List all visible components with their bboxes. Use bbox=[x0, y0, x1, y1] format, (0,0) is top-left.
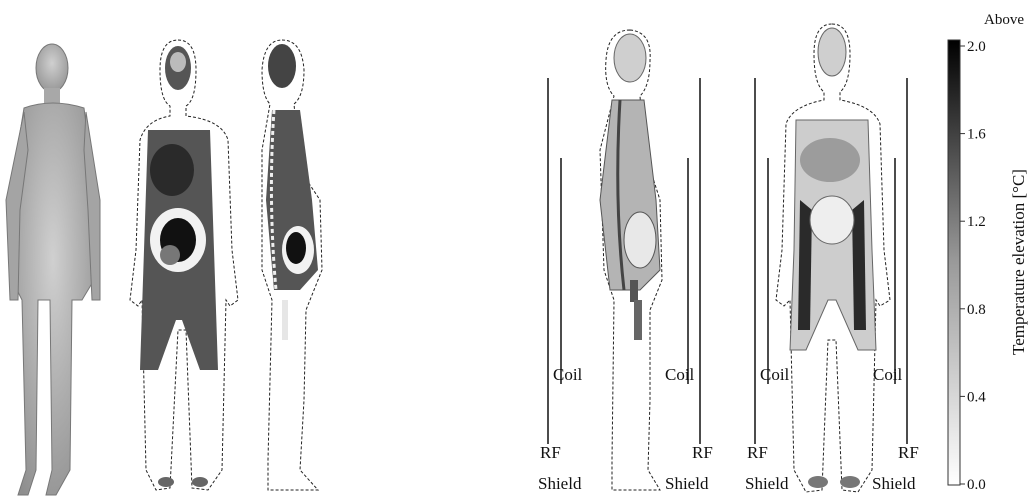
colorbar-title: Temperature elevation [°C] bbox=[1009, 169, 1028, 355]
colorbar: Above 2.0 1.6 1.2 0.8 0.4 0.0 Temperature ele… bbox=[948, 12, 1028, 493]
coil-label-right-1: Coil bbox=[665, 365, 695, 384]
shield-label-right-2: Shield bbox=[872, 474, 916, 493]
colorbar-gradient bbox=[948, 40, 960, 485]
coronal-temperature-map bbox=[776, 24, 890, 492]
shield-label-left-2: Shield bbox=[745, 474, 789, 493]
colorbar-tick-label: 0.4 bbox=[967, 389, 986, 405]
colorbar-tick-label: 0.8 bbox=[967, 302, 986, 318]
colorbar-tick-label: 1.6 bbox=[967, 127, 986, 143]
coronal-tissue-slice bbox=[130, 40, 238, 490]
coil-label-right-2: Coil bbox=[873, 365, 903, 384]
colorbar-tick-label: 0.0 bbox=[967, 477, 986, 493]
sagittal-tissue-slice bbox=[262, 40, 322, 490]
colorbar-top-note: Above bbox=[984, 12, 1024, 28]
coil-label-left-2: Coil bbox=[760, 365, 790, 384]
rf-label-right-2: RF bbox=[898, 443, 919, 462]
rf-label-right-1: RF bbox=[692, 443, 713, 462]
rf-label-left-2: RF bbox=[747, 443, 768, 462]
colorbar-tick-label: 2.0 bbox=[967, 39, 986, 55]
shield-label-left-1: Shield bbox=[538, 474, 582, 493]
body-3d-render bbox=[6, 44, 100, 495]
coil-label-left-1: Coil bbox=[553, 365, 583, 384]
colorbar-ticks: 2.0 1.6 1.2 0.8 0.4 0.0 bbox=[960, 39, 986, 493]
sagittal-temperature-map bbox=[600, 30, 662, 490]
rf-label-left-1: RF bbox=[540, 443, 561, 462]
colorbar-tick-label: 1.2 bbox=[967, 214, 986, 230]
shield-label-right-1: Shield bbox=[665, 474, 709, 493]
